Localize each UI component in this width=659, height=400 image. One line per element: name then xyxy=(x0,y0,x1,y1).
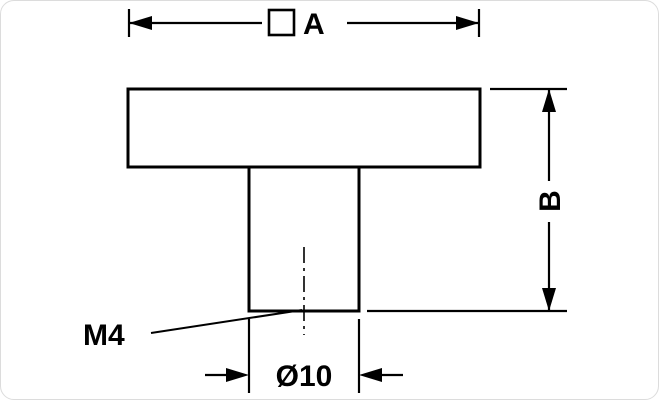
arrow-down-icon xyxy=(542,288,556,311)
square-symbol-icon xyxy=(267,8,296,37)
width-label: A xyxy=(303,8,325,41)
arrow-left-icon xyxy=(129,16,152,30)
knob-cap-outline xyxy=(126,87,482,169)
thread-label: M4 xyxy=(83,319,125,352)
knob-outline-group xyxy=(126,87,482,335)
height-dimension: B xyxy=(367,87,567,313)
arrow-right-icon xyxy=(456,16,479,30)
arrow-up-icon xyxy=(542,89,556,112)
thread-callout: M4 xyxy=(83,309,303,352)
width-dimension: A xyxy=(127,8,481,41)
arrow-inward-left-icon xyxy=(359,368,382,382)
arrow-inward-right-icon xyxy=(226,368,249,382)
diameter-dimension: Ø10 xyxy=(205,319,403,393)
height-label: B xyxy=(534,190,567,212)
thread-leader-line xyxy=(150,309,303,334)
diameter-label: Ø10 xyxy=(276,360,333,393)
